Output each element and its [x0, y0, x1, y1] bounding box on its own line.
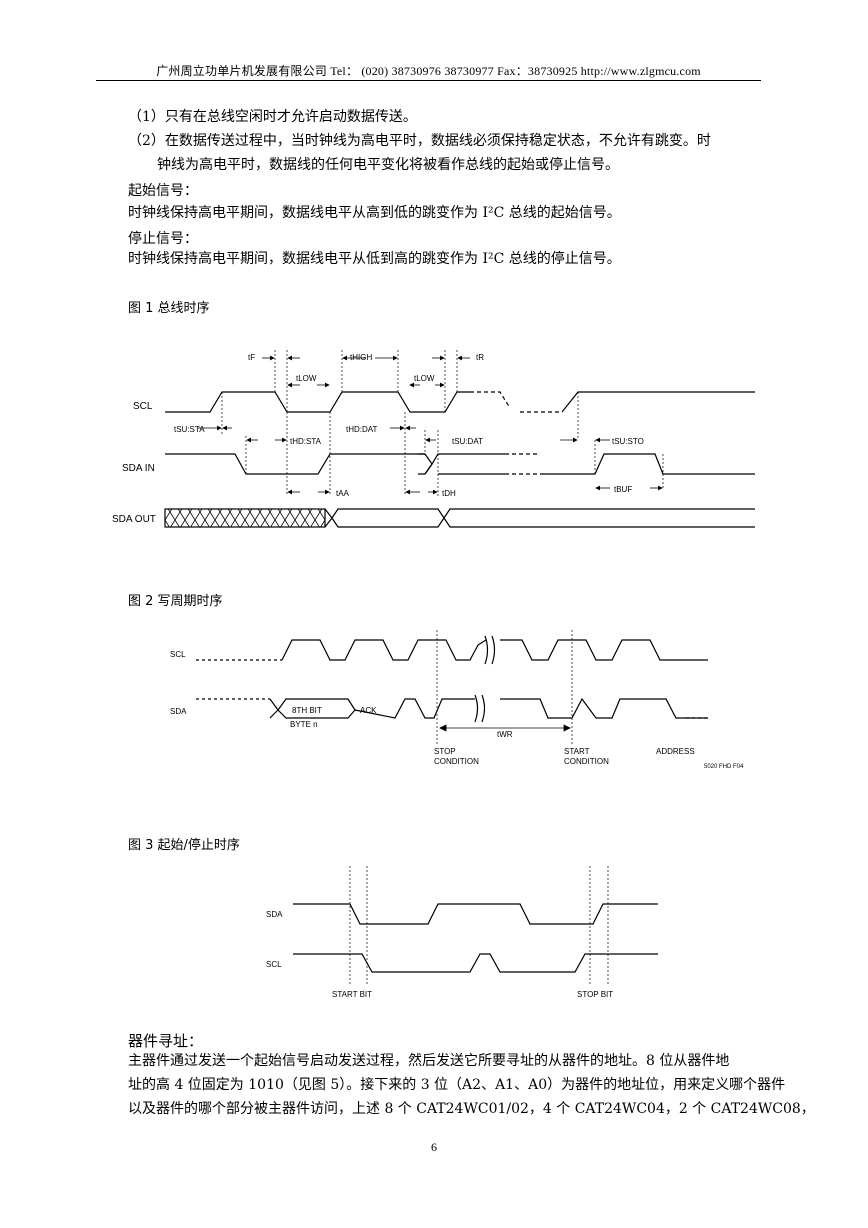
sda-label: SDA: [266, 910, 283, 919]
sda-out-label: SDA OUT: [112, 514, 156, 525]
thddat-label: tHD:DAT: [346, 425, 378, 434]
stop-condition-label: CONDITION: [434, 757, 479, 766]
addressing-line-2: 址的高 4 位固定为 1010（见图 5）。接下来的 3 位（A2、A1、A0）…: [128, 1077, 786, 1093]
thdsta-label: tHD:STA: [290, 437, 322, 446]
figure-2-caption: 图 2 写周期时序: [128, 594, 223, 609]
addressing-heading: 器件寻址：: [128, 1032, 204, 1050]
taa-label: tAA: [336, 489, 350, 498]
start-bit-label: START BIT: [332, 990, 372, 999]
address-label: ADDRESS: [656, 747, 695, 756]
tsudat-label: tSU:DAT: [452, 437, 483, 446]
figure-2-write-cycle-diagram: SCL SDA 8TH BIT BYTE n ACK tWR STOP COND…: [170, 630, 744, 770]
addressing-line-3: 以及器件的哪个部分被主器件访问，上述 8 个 CAT24WC01/02，4 个 …: [128, 1101, 815, 1117]
sda-in-label: SDA IN: [122, 463, 155, 474]
page-number: 6: [431, 1140, 437, 1154]
scl-label: SCL: [170, 650, 186, 659]
figure-3-caption: 图 3 起始/停止时序: [128, 838, 240, 853]
header-rule: [96, 80, 761, 81]
tbuf-label: tBUF: [614, 485, 632, 494]
start-condition-label: CONDITION: [564, 757, 609, 766]
stop-signal-text: 时钟线保持高电平期间，数据线电平从低到高的跳变作为 I²C 总线的停止信号。: [128, 251, 621, 267]
figure-1-caption: 图 1 总线时序: [128, 301, 210, 316]
figure-3-start-stop-diagram: SDA SCL START BIT STOP BIT: [266, 866, 658, 999]
start-label: START: [564, 747, 590, 756]
rule-2-line-2: 钟线为高电平时，数据线的任何电平变化将被看作总线的起始或停止信号。: [157, 157, 619, 173]
stop-signal-heading: 停止信号：: [128, 231, 198, 247]
figure-1-bus-timing-diagram: SCL SDA IN SDA OUT tF tHIGH tR tLOW tLOW…: [112, 350, 755, 528]
scl-label: SCL: [266, 960, 282, 969]
stop-label: STOP: [434, 747, 456, 756]
rule-1: （1）只有在总线空闲时才允许启动数据传送。: [128, 109, 417, 125]
thigh-label: tHIGH: [350, 353, 372, 362]
page-header: 广州周立功单片机发展有限公司 Tel： (020) 38730976 38730…: [156, 64, 701, 78]
start-signal-text: 时钟线保持高电平期间，数据线电平从高到低的跳变作为 I²C 总线的起始信号。: [128, 205, 621, 221]
tsusto-label: tSU:STO: [612, 437, 644, 446]
start-signal-heading: 起始信号：: [128, 183, 198, 199]
addressing-line-1: 主器件通过发送一个起始信号启动发送过程，然后发送它所要寻址的从器件的地址。8 位…: [128, 1053, 730, 1069]
figure-code-label: 5020 FHD F04: [704, 764, 744, 770]
tlow-label-1: tLOW: [296, 374, 317, 383]
eighth-bit-label: 8TH BIT: [292, 706, 322, 715]
scl-label: SCL: [133, 401, 153, 412]
twr-label: tWR: [497, 730, 513, 739]
tf-label: tF: [248, 353, 255, 362]
rule-2-line-1: （2）在数据传送过程中，当时钟线为高电平时，数据线必须保持稳定状态，不允许有跳变…: [128, 133, 711, 149]
tlow-label-2: tLOW: [414, 374, 435, 383]
tr-label: tR: [476, 353, 484, 362]
tsusta-label: tSU:STA: [174, 425, 205, 434]
sda-label: SDA: [170, 707, 187, 716]
tdh-label: tDH: [442, 489, 456, 498]
ack-label: ACK: [360, 706, 377, 715]
byte-n-label: BYTE n: [290, 720, 318, 729]
stop-bit-label: STOP BIT: [577, 990, 613, 999]
